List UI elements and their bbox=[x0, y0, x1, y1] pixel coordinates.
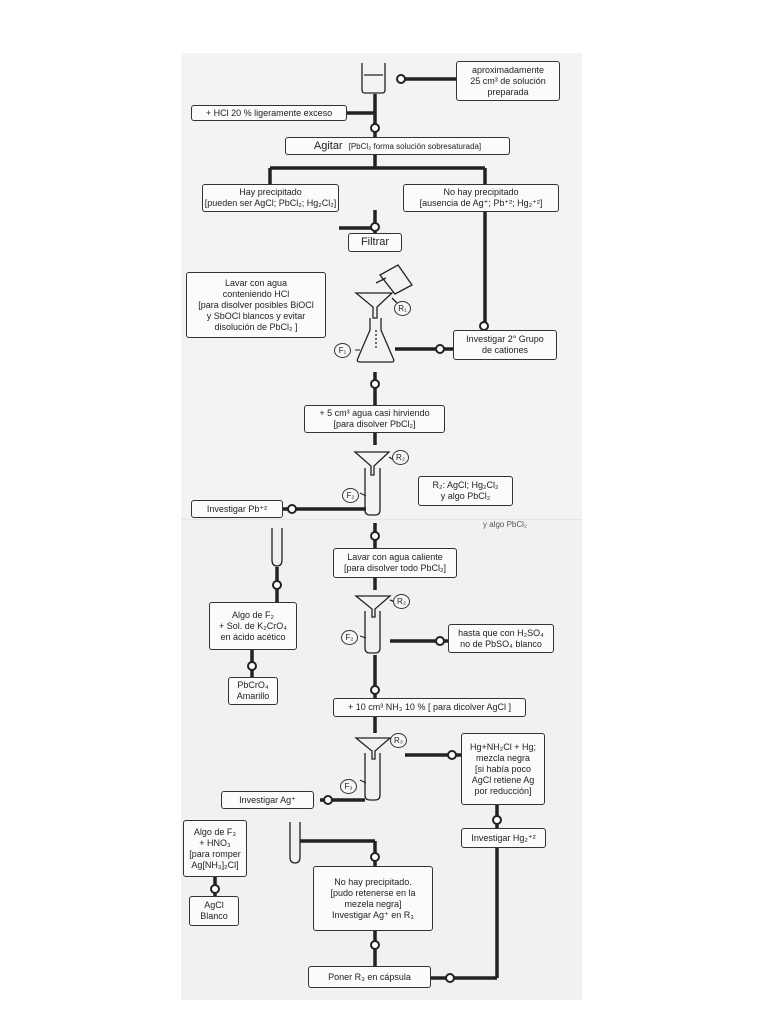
no-precip2-box: No hay precipitado. [pudo retenerse en l… bbox=[313, 866, 433, 931]
lavar-caliente-line-1: Lavar con agua caliente bbox=[347, 552, 443, 562]
funnel-tube-icon bbox=[353, 451, 395, 516]
r2-note-line-1: R₂: AgCl; Hg₂Cl₂ bbox=[432, 480, 499, 490]
algo-f3-line-1: Algo de F₃ bbox=[193, 826, 237, 837]
inv-hg-label: Investigar Hg₂⁺² bbox=[471, 832, 536, 843]
solution-line-2: 25 cm³ de solución bbox=[470, 75, 546, 86]
cut-fragment: y algo PbCl₂ bbox=[483, 520, 528, 529]
pbcro4-box: PbCrO₄ Amarillo bbox=[228, 677, 278, 705]
pbcro4-line-2: Amarillo bbox=[236, 691, 270, 701]
precip-yes-line-2: [pueden ser AgCl; PbCl₂; Hg₂Cl₂] bbox=[204, 198, 337, 208]
lavar-caliente-line-2: [para disolver todo PbCl₂] bbox=[343, 563, 447, 573]
inv-ag-box: Investigar Ag⁺ bbox=[221, 791, 314, 809]
r2-note-line-2: y algo PbCl₂ bbox=[440, 491, 491, 501]
algo-f2-line-3: en ácido acético bbox=[220, 631, 286, 642]
funnel-tube-icon-2 bbox=[354, 595, 396, 654]
filtrar-box: Filtrar bbox=[348, 233, 402, 252]
nh3-label: + 10 cm³ NH₃ 10 % [ para dicolver AgCl ] bbox=[348, 702, 511, 712]
marker-r3: R₃ bbox=[390, 733, 407, 748]
algo-f3-line-3: [para romper bbox=[189, 848, 241, 859]
agitar-note: [PbCl₂ forma solución sobresaturada] bbox=[348, 141, 482, 151]
lavar-hcl-line-4: y SbOCl blancos y evitar bbox=[206, 310, 306, 321]
inv-pb-label: Investigar Pb⁺² bbox=[206, 503, 268, 514]
h2so4-box: hasta que con H₂SO₄ no de PbSO₄ blanco bbox=[448, 624, 554, 653]
beaker-icon bbox=[361, 63, 386, 94]
precip-no-line-1: No hay precipitado bbox=[443, 187, 519, 197]
agua-hirviendo-box: + 5 cm³ agua casi hirviendo [para disolv… bbox=[304, 405, 445, 433]
agitar-box: Agitar [PbCl₂ forma solución sobresatura… bbox=[285, 137, 510, 155]
marker-r2b: R₂ bbox=[393, 594, 410, 609]
marker-f1: F₁ bbox=[334, 343, 351, 358]
grupo2-line-1: Investigar 2° Grupo bbox=[466, 334, 544, 344]
agitar-label: Agitar bbox=[313, 139, 343, 152]
capsula-label: Poner R₃ en cápsula bbox=[328, 971, 411, 982]
lavar-hcl-line-1: Lavar con agua bbox=[224, 277, 288, 288]
inv-hg-box: Investigar Hg₂⁺² bbox=[461, 828, 546, 848]
filtrar-label: Filtrar bbox=[360, 236, 390, 248]
pbcro4-line-1: PbCrO₄ bbox=[237, 680, 269, 690]
pouring-beaker-icon bbox=[375, 264, 413, 295]
marker-f2: F₂ bbox=[342, 488, 359, 503]
h2so4-line-1: hasta que con H₂SO₄ bbox=[458, 627, 544, 638]
hg-mix-line-3: [si había poco bbox=[474, 763, 532, 774]
nh3-box: + 10 cm³ NH₃ 10 % [ para dicolver AgCl ] bbox=[333, 698, 526, 717]
marker-r1: R₁ bbox=[394, 301, 411, 316]
no-precip2-line-2: [pudo retenerse en la bbox=[330, 887, 416, 898]
lavar-hcl-line-5: disolución de PbCl₂ ] bbox=[214, 321, 298, 332]
h2so4-line-2: no de PbSO₄ blanco bbox=[460, 638, 542, 649]
hcl-label: + HCl 20 % ligeramente exceso bbox=[205, 107, 333, 118]
grupo2-box: Investigar 2° Grupo de cationes bbox=[453, 330, 557, 360]
algo-f2-line-1: Algo de F₂ bbox=[231, 609, 275, 620]
agcl-box: AgCl Blanco bbox=[189, 896, 239, 926]
hcl-box: + HCl 20 % ligeramente exceso bbox=[191, 105, 347, 121]
hg-mix-line-4: AgCl retiene Ag bbox=[471, 774, 535, 785]
test-tube-icon-2 bbox=[289, 822, 301, 864]
grupo2-line-2: de cationes bbox=[481, 345, 529, 355]
no-precip2-line-3: mezela negra] bbox=[344, 898, 402, 909]
no-precip2-line-1: No hay precipitado. bbox=[334, 876, 412, 887]
lavar-caliente-box: Lavar con agua caliente [para disolver t… bbox=[333, 548, 457, 578]
hg-mix-line-1: Hg+NH₂Cl + Hg; bbox=[469, 741, 536, 752]
precip-yes-box: Hay precipitado [pueden ser AgCl; PbCl₂;… bbox=[202, 184, 339, 212]
test-tube-icon bbox=[271, 528, 283, 567]
marker-f2b: F₂ bbox=[341, 630, 358, 645]
capsula-box: Poner R₃ en cápsula bbox=[308, 966, 431, 988]
agcl-line-2: Blanco bbox=[200, 911, 228, 921]
funnel-tube-icon-3 bbox=[354, 737, 396, 801]
lavar-hcl-line-3: [para disolver posibles BiOCl bbox=[198, 299, 314, 310]
hg-mix-line-2: mezcla negra bbox=[475, 752, 531, 763]
lavar-hcl-box: Lavar con agua conteniendo HCl [para dis… bbox=[186, 272, 326, 338]
hg-mix-box: Hg+NH₂Cl + Hg; mezcla negra [si había po… bbox=[461, 733, 545, 805]
solution-box: aproximadamente 25 cm³ de solución prepa… bbox=[456, 61, 560, 101]
precip-no-line-2: [ausencia de Ag⁺; Pb⁺²; Hg₂⁺²] bbox=[419, 198, 543, 208]
precip-no-box: No hay precipitado [ausencia de Ag⁺; Pb⁺… bbox=[403, 184, 559, 212]
inv-pb-box: Investigar Pb⁺² bbox=[191, 500, 283, 518]
precip-yes-line-1: Hay precipitado bbox=[239, 187, 302, 197]
marker-f3: F₃ bbox=[340, 779, 357, 794]
inv-ag-label: Investigar Ag⁺ bbox=[239, 794, 296, 805]
hg-mix-line-5: por reducción] bbox=[474, 785, 532, 796]
lavar-hcl-line-2: conteniendo HCl bbox=[222, 288, 290, 299]
algo-f3-line-4: Ag[NH₃]₂Cl] bbox=[191, 859, 239, 870]
algo-f3-line-2: + HNO₃ bbox=[199, 837, 231, 848]
agua-line-1: + 5 cm³ agua casi hirviendo bbox=[319, 408, 430, 418]
funnel-flask-icon bbox=[354, 292, 398, 363]
agcl-line-1: AgCl bbox=[204, 900, 224, 910]
no-precip2-line-4: Investigar Ag⁺ en R₃ bbox=[332, 909, 414, 920]
agua-line-2: [para disolver PbCl₂] bbox=[333, 419, 416, 429]
solution-line-3: preparada bbox=[487, 86, 529, 97]
marker-r2: R₂ bbox=[392, 450, 409, 465]
r2-note-box: R₂: AgCl; Hg₂Cl₂ y algo PbCl₂ bbox=[418, 476, 513, 506]
algo-f2-box: Algo de F₂ + Sol. de K₂CrO₄ en ácido acé… bbox=[209, 602, 297, 650]
connector-knobs bbox=[210, 74, 502, 983]
algo-f2-line-2: + Sol. de K₂CrO₄ bbox=[219, 620, 287, 631]
solution-line-1: aproximadamente bbox=[471, 64, 545, 75]
algo-f3-box: Algo de F₃ + HNO₃ [para romper Ag[NH₃]₂C… bbox=[183, 820, 247, 877]
